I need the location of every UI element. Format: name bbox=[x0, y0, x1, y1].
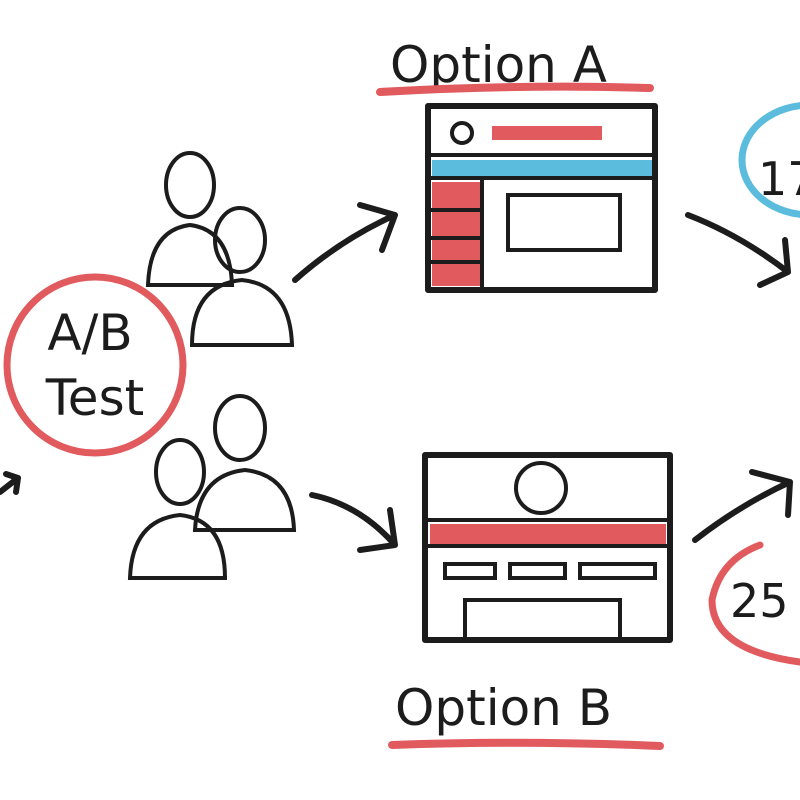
incoming-arrow-icon bbox=[0, 471, 21, 495]
option-b-wireframe bbox=[422, 452, 673, 643]
option-a-result-value: 17 bbox=[758, 152, 800, 206]
option-b-result: 25 bbox=[708, 541, 800, 666]
option-b-title: Option B bbox=[395, 679, 612, 737]
arrow-to-option-b-icon bbox=[309, 492, 398, 553]
ab-label: A/B bbox=[47, 304, 132, 362]
ab-test-node: A/B Test bbox=[3, 273, 187, 457]
option-b-underline bbox=[388, 738, 664, 750]
ab-test-circle bbox=[3, 273, 187, 457]
option-a-underline bbox=[376, 82, 654, 96]
option-a-wireframe bbox=[425, 103, 658, 293]
arrow-from-option-b-icon bbox=[692, 469, 793, 543]
arrow-from-option-a-icon bbox=[685, 212, 791, 288]
option-a-result: 17 bbox=[738, 102, 800, 218]
test-label: Test bbox=[45, 369, 144, 427]
user-group-b-icon bbox=[127, 394, 297, 580]
user-group-a-icon bbox=[145, 151, 295, 347]
arrow-to-option-a-icon bbox=[292, 202, 398, 283]
option-b-result-value: 25 bbox=[730, 574, 789, 628]
